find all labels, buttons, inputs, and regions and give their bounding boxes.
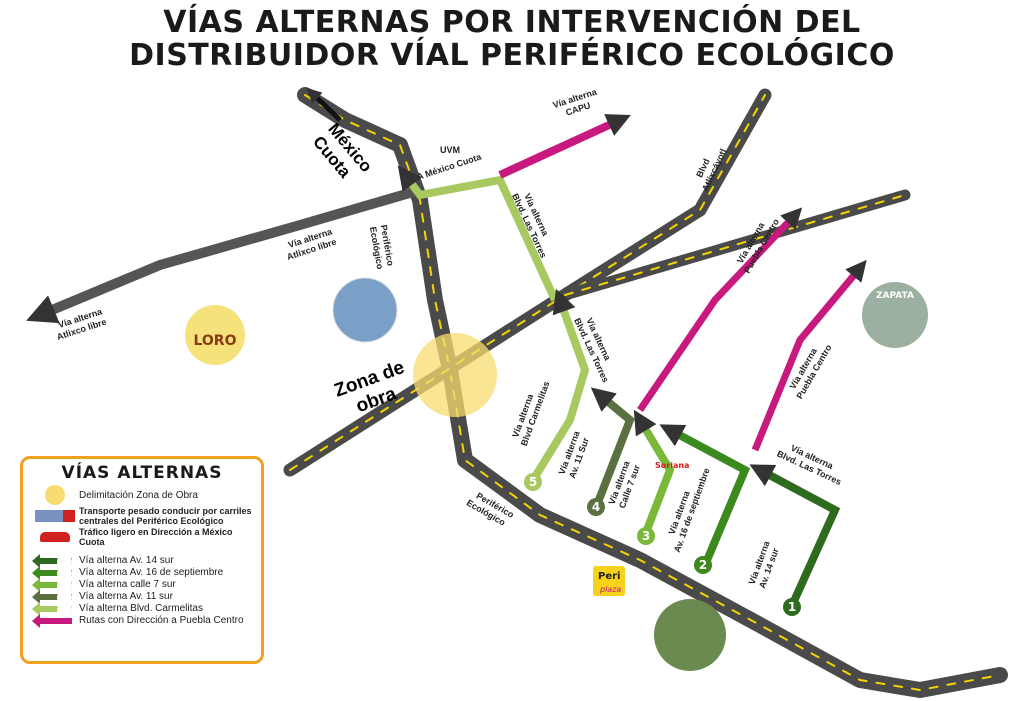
route-capu <box>498 114 631 179</box>
zona-circle-icon <box>45 485 65 505</box>
periferico-lane-marks <box>304 94 1001 691</box>
zoo-logo-text: LORO <box>193 333 236 349</box>
route-carmelitas <box>526 288 590 488</box>
truck-icon <box>35 510 75 522</box>
route-number-badge: 5 <box>57 601 72 617</box>
legend-route: 4 Vía alterna Av. 11 sur <box>31 589 253 605</box>
photo-zapata <box>862 282 928 348</box>
legend-truck-label: Transporte pesado conducir por carriles … <box>79 506 252 526</box>
route-puebla-centro-2 <box>751 259 867 452</box>
route-badges: 5 4 3 2 1 <box>524 473 801 616</box>
arrow-left-icon: 5 <box>32 601 72 617</box>
zona-de-obra-marker <box>413 333 497 417</box>
legend-route-label: Vía alterna calle 7 sur <box>79 579 176 590</box>
badge-3: 3 <box>642 529 650 543</box>
arrow-left-icon: 2 <box>32 565 72 581</box>
legend-route: 3 Vía alterna calle 7 sur <box>31 577 253 593</box>
a-mexico-cuota-label: A México Cuota <box>416 151 484 182</box>
legend-truck: Transporte pesado conducir por carriles … <box>31 506 253 526</box>
zoo-logo <box>185 305 245 365</box>
legend-zona-label: Delimitación Zona de Obra <box>79 489 198 501</box>
legend-route-label: Vía alterna Av. 16 de septiembre <box>79 567 224 578</box>
road-east-lane-marks <box>564 194 906 296</box>
route-av14 <box>749 464 841 612</box>
arrow-left-icon: 3 <box>32 577 72 593</box>
periplaza-logo-2: plaza <box>599 585 621 594</box>
title-line-1: VÍAS ALTERNAS POR INTERVENCIÓN DEL <box>163 5 861 40</box>
title-line-2: DISTRIBUIDOR VÍAL PERIFÉRICO ECOLÓGICO <box>129 38 895 73</box>
periplaza-bag <box>593 566 625 596</box>
photo-building <box>332 277 398 343</box>
badge-5: 5 <box>529 475 537 489</box>
legend-route: Rutas con Dirección a Puebla Centro <box>31 613 253 628</box>
route-atlixco-libre <box>26 185 422 324</box>
legend-route-label: Vía alterna Av. 14 sur <box>79 555 174 566</box>
roads <box>283 87 1008 698</box>
map-title: VÍAS ALTERNAS POR INTERVENCIÓN DEL DISTR… <box>0 6 1024 72</box>
photo-river <box>654 599 726 671</box>
badge-2: 2 <box>699 558 707 572</box>
car-icon <box>40 532 70 542</box>
legend-route-label: Vía alterna Av. 11 sur <box>79 591 173 602</box>
arrow-left-icon: 4 <box>32 589 72 605</box>
badge-4: 4 <box>592 500 600 514</box>
periplaza-logo: Peri <box>598 571 620 582</box>
arrow-left-icon <box>32 613 72 628</box>
legend-car-label: Tráfico ligero en Dirección a México Cuo… <box>79 527 233 547</box>
route-las-torres-north <box>397 165 559 302</box>
arrow-left-icon: 1 <box>32 553 72 569</box>
legend-route: 5 Vía alterna Blvd. Carmelitas <box>31 601 253 617</box>
route-puebla-centro-1 <box>637 207 803 412</box>
legend-route-label: Vía alterna Blvd. Carmelitas <box>79 603 203 614</box>
route-av11 <box>590 387 635 512</box>
route-mexico-cuota <box>306 87 342 122</box>
badge-1: 1 <box>788 600 796 614</box>
route-av16 <box>659 424 751 567</box>
legend: VÍAS ALTERNAS Delimitación Zona de Obra … <box>20 456 264 664</box>
legend-route: 1 Vía alterna Av. 14 sur <box>31 553 253 569</box>
zapata-text: ZAPATA <box>876 291 914 301</box>
legend-car: Tráfico ligero en Dirección a México Cuo… <box>31 527 253 547</box>
legend-zona: Delimitación Zona de Obra <box>31 485 253 505</box>
legend-route-label: Rutas con Dirección a Puebla Centro <box>79 615 244 626</box>
route-calle7 <box>633 409 675 537</box>
soriana-logo: Soriana <box>655 461 689 470</box>
legend-route: 2 Vía alterna Av. 16 de septiembre <box>31 565 253 581</box>
legend-title: VÍAS ALTERNAS <box>61 463 223 483</box>
uvm-label: UVM <box>440 145 460 155</box>
